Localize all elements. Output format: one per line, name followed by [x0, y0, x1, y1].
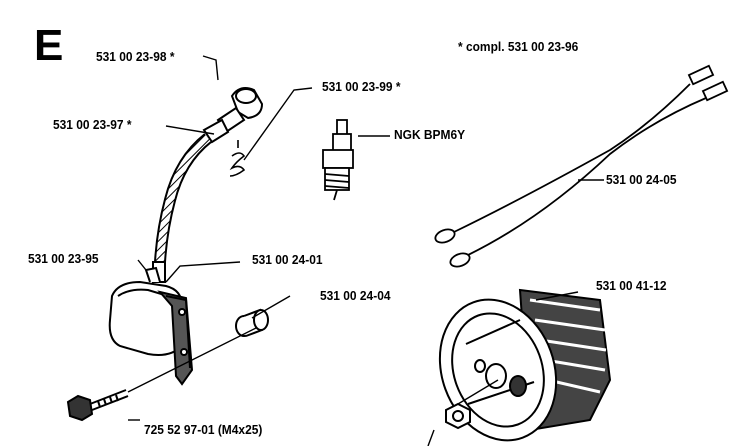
- label-ngk-bpm6y: NGK BPM6Y: [394, 127, 466, 142]
- label-531-00-23-99: 531 00 23-99 *: [322, 79, 401, 94]
- label-725-52-97-01: 725 52 97-01 (M4x25): [144, 422, 263, 437]
- ignition-cable: [434, 64, 729, 268]
- spark-plug: [322, 119, 354, 201]
- compl-note: * compl. 531 00 23-96: [458, 39, 579, 54]
- section-letter: E: [34, 21, 64, 70]
- flywheel-nut: [445, 402, 471, 430]
- spring-connector: [229, 140, 246, 177]
- label-531-00-23-98: 531 00 23-98 *: [96, 49, 175, 64]
- ignition-module: [108, 266, 194, 386]
- label-531-00-41-12: 531 00 41-12: [596, 278, 667, 293]
- label-531-00-24-01: 531 00 24-01: [252, 252, 323, 267]
- flywheel: [438, 288, 612, 442]
- label-531-00-23-97: 531 00 23-97 *: [53, 117, 132, 132]
- mounting-bolt: [66, 389, 129, 422]
- label-531-00-24-04: 531 00 24-04: [320, 288, 391, 303]
- leader-lines: [127, 55, 604, 446]
- spark-plug-boot: [202, 87, 264, 144]
- label-531-00-23-95: 531 00 23-95: [28, 251, 99, 266]
- label-531-00-24-05: 531 00 24-05: [606, 172, 677, 187]
- spacer-sleeve: [235, 308, 269, 337]
